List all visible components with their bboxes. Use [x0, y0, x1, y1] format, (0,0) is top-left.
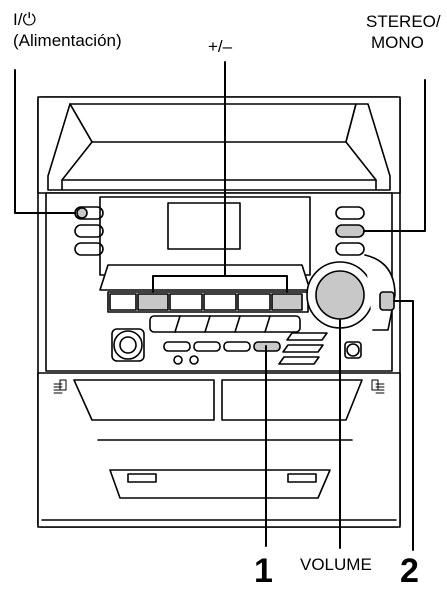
plus-minus-label: +/–	[208, 37, 233, 56]
plus-minus-left-button[interactable]	[137, 293, 169, 311]
cassette-deck-a	[73, 379, 215, 421]
right-side-button[interactable]	[379, 291, 395, 311]
right-slot-3	[335, 242, 365, 256]
vent-slots	[278, 332, 328, 365]
display-window	[167, 202, 241, 250]
power-symbol-label: I/⏻	[13, 10, 36, 29]
bottom-row-button-3[interactable]	[223, 341, 251, 352]
small-button-b[interactable]	[189, 355, 199, 365]
jog-dial-inner	[119, 336, 137, 354]
row-button-1[interactable]	[109, 293, 137, 311]
display-tray	[99, 264, 311, 291]
row-button-3[interactable]	[169, 293, 203, 311]
callout-number-1: 1	[254, 552, 273, 590]
small-button-a[interactable]	[173, 355, 183, 365]
headphone-jack[interactable]	[346, 343, 360, 357]
left-slot-3	[74, 242, 104, 256]
bottom-row-button-1[interactable]	[163, 341, 191, 352]
cd-lid-front	[47, 103, 391, 191]
volume-label: VOLUME	[300, 555, 372, 574]
volume-knob[interactable]	[315, 270, 365, 320]
transport-row	[149, 315, 301, 333]
row-button-5[interactable]	[237, 293, 271, 311]
cassette-tray	[109, 469, 331, 499]
power-button[interactable]	[76, 207, 88, 219]
cd-lid-top	[69, 103, 357, 143]
right-slot-1	[335, 206, 365, 220]
mono-label: MONO	[371, 33, 424, 52]
plus-minus-right-button[interactable]	[271, 293, 303, 311]
stereo-label: STEREO/	[366, 12, 441, 31]
bottom-row-button-2[interactable]	[193, 341, 221, 352]
row-button-4[interactable]	[203, 293, 237, 311]
callout-lines	[14, 61, 426, 551]
callout-number-2: 2	[400, 552, 419, 590]
cassette-deck-b	[221, 379, 363, 421]
stereo-mono-button[interactable]	[335, 224, 365, 238]
power-caption-label: (Alimentación)	[13, 31, 122, 50]
left-slot-2	[74, 224, 104, 238]
